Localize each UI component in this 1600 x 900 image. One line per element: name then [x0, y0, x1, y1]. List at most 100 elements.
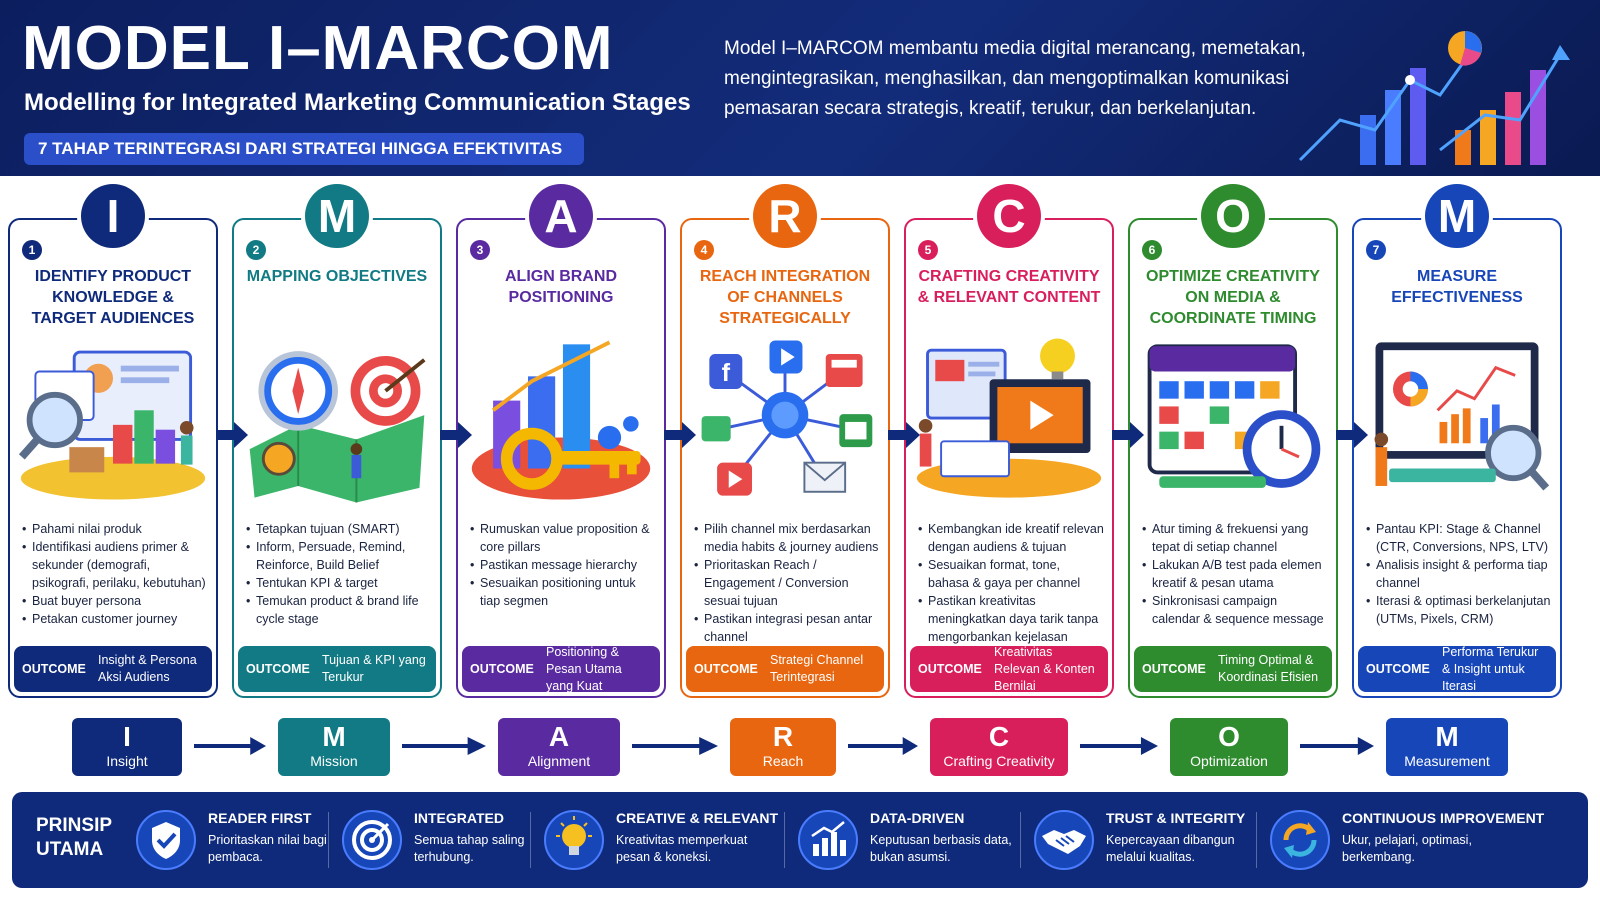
principle-divider: [1020, 812, 1021, 868]
arrow-right-icon: [664, 422, 696, 448]
flow-word: Measurement: [1404, 753, 1490, 769]
outcome-value: Strategi Channel Terintegrasi: [770, 653, 864, 684]
principle-item: DATA-DRIVEN Keputusan berbasis data, buk…: [798, 802, 1038, 878]
stage-number: 4: [694, 240, 714, 260]
outcome-label: OUTCOME: [1366, 661, 1430, 676]
shield-check-icon: [136, 810, 196, 870]
stage-bullet: Temukan product & brand life cycle stage: [246, 592, 432, 628]
key-growth-icon: [464, 330, 658, 510]
flow-step-4: R Reach: [730, 718, 836, 776]
stage-outcome: OUTCOME Positioning & Pesan Utama yang K…: [462, 644, 660, 693]
outcome-value: Performa Terukur & Insight untuk Iterasi: [1442, 644, 1539, 693]
channel-network-icon: f: [688, 330, 882, 510]
principle-heading: CREATIVE & RELEVANT: [616, 810, 779, 826]
stage-letter-badge: M: [1425, 184, 1489, 248]
flow-word: Optimization: [1190, 753, 1268, 769]
stage-bullet: Pastikan integrasi pesan antar channel: [694, 610, 880, 646]
stage-bullet: Tetapkan tujuan (SMART): [246, 520, 432, 538]
outcome-label: OUTCOME: [1142, 661, 1206, 676]
analytics-dashboard-icon: [1360, 330, 1554, 510]
stage-outcome: OUTCOME Performa Terukur & Insight untuk…: [1358, 644, 1556, 693]
stage-card-6: O 6 OPTIMIZE CREATIVITY ON MEDIA & COORD…: [1128, 184, 1338, 698]
stage-bullet: Pahami nilai produk: [22, 520, 208, 538]
stage-bullet: Analisis insight & performa tiap channel: [1366, 556, 1552, 592]
principles-title: PRINSIP UTAMA: [36, 815, 112, 860]
flow-letter: A: [548, 721, 570, 752]
stage-number: 1: [22, 240, 42, 260]
stage-bullet: Petakan customer journey: [22, 610, 208, 628]
arrow-right-icon: [1112, 422, 1144, 448]
stage-bullet: Atur timing & frekuensi yang tepat di se…: [1142, 520, 1328, 556]
stage-bullet-list: Kembangkan ide kreatif relevan dengan au…: [918, 520, 1104, 664]
page-title: MODEL I–MARCOM: [22, 14, 614, 83]
growth-chart-icon: [1298, 31, 1570, 165]
outcome-label: OUTCOME: [246, 661, 310, 676]
creative-content-icon: [912, 330, 1106, 510]
stage-bullet-list: Pilih channel mix berdasarkan media habi…: [694, 520, 880, 646]
stage-bullet: Kembangkan ide kreatif relevan dengan au…: [918, 520, 1104, 556]
principle-item: CREATIVE & RELEVANT Kreativitas memperku…: [544, 802, 784, 878]
flow-arrow-icon: [1300, 737, 1374, 755]
header-banner: MODEL I–MARCOM Modelling for Integrated …: [0, 0, 1600, 176]
stage-letter-badge: O: [1201, 184, 1265, 248]
outcome-label: OUTCOME: [694, 661, 758, 676]
stage-title: ALIGN BRAND POSITIONING: [505, 268, 617, 306]
principle-text: Ukur, pelajari, optimasi, berkembang.: [1342, 833, 1472, 864]
stage-outcome: OUTCOME Insight & Persona Aksi Audiens: [14, 646, 212, 692]
flow-arrow-icon: [194, 737, 266, 755]
flow-step-3: A Alignment: [498, 718, 620, 776]
principle-item: CONTINUOUS IMPROVEMENT Ukur, pelajari, o…: [1270, 802, 1570, 878]
outcome-value: Timing Optimal & Koordinasi Efisien: [1218, 653, 1319, 684]
stage-bullet: Pantau KPI: Stage & Channel (CTR, Conver…: [1366, 520, 1552, 556]
flow-word: Crafting Creativity: [943, 753, 1055, 769]
principle-divider: [530, 812, 531, 868]
stage-number: 3: [470, 240, 490, 260]
outcome-value: Tujuan & KPI yang Terukur: [322, 653, 426, 684]
principle-text: Prioritaskan nilai bagi pembaca.: [208, 833, 327, 864]
flow-arrow-icon: [1080, 737, 1158, 755]
stage-letter-badge: A: [529, 184, 593, 248]
principle-item: TRUST & INTEGRITY Kepercayaan dibangun m…: [1034, 802, 1274, 878]
principle-text: Kepercayaan dibangun melalui kualitas.: [1106, 833, 1235, 864]
flow-letter: M: [1435, 721, 1459, 752]
stage-number: 6: [1142, 240, 1162, 260]
stage-title: MEASURE EFFECTIVENESS: [1391, 268, 1523, 306]
flow-word: Reach: [762, 753, 804, 769]
flow-word: Mission: [310, 753, 358, 769]
principle-divider: [328, 812, 329, 868]
flow-letter: I: [123, 721, 131, 752]
target-icon: [342, 810, 402, 870]
stage-outcome: OUTCOME Strategi Channel Terintegrasi: [686, 646, 884, 692]
stage-bullet-list: Rumuskan value proposition & core pillar…: [470, 520, 656, 610]
flow-arrow-icon: [632, 737, 718, 755]
stage-card-3: A 3 ALIGN BRAND POSITIONING Rumuskan val…: [456, 184, 666, 698]
stage-bullet: Sesuaikan format, tone, bahasa & gaya pe…: [918, 556, 1104, 592]
stage-title: CRAFTING CREATIVITY & RELEVANT CONTENT: [917, 268, 1101, 306]
stage-card-7: M 7 MEASURE EFFECTIVENESS Pantau KPI: St…: [1352, 184, 1562, 698]
stage-bullet: Sesuaikan positioning untuk tiap segmen: [470, 574, 656, 610]
stage-bullet: Sinkronisasi campaign calendar & sequenc…: [1142, 592, 1328, 628]
flow-step-2: M Mission: [278, 718, 390, 776]
stage-title: IDENTIFY PRODUCT KNOWLEDGE & TARGET AUDI…: [31, 268, 195, 327]
stage-card-2: M 2 MAPPING OBJECTIVES Tetapkan tujuan (…: [232, 184, 442, 698]
flow-letter: C: [988, 721, 1010, 752]
header-description: Model I–MARCOM membantu media digital me…: [724, 38, 1306, 119]
stage-number: 5: [918, 240, 938, 260]
flow-letter: M: [322, 721, 346, 752]
principle-heading: TRUST & INTEGRITY: [1106, 810, 1246, 826]
stage-bullet: Rumuskan value proposition & core pillar…: [470, 520, 656, 556]
flow-letter: O: [1218, 721, 1240, 752]
stage-bullet: Iterasi & optimasi berkelanjutan (UTMs, …: [1366, 592, 1552, 628]
flow-step-5: C Crafting Creativity: [930, 718, 1068, 776]
stage-letter-badge: I: [81, 184, 145, 248]
stage-bullet: Tentukan KPI & target: [246, 574, 432, 592]
flow-letter: R: [772, 721, 794, 752]
stage-bullet: Pilih channel mix berdasarkan media habi…: [694, 520, 880, 556]
stage-letter-badge: C: [977, 184, 1041, 248]
flow-word: Insight: [106, 753, 148, 769]
arrow-right-icon: [440, 422, 472, 448]
flow-word: Alignment: [527, 753, 591, 769]
outcome-value: Positioning & Pesan Utama yang Kuat: [546, 644, 622, 693]
bar-chart-icon: [798, 810, 858, 870]
flow-step-6: O Optimization: [1170, 718, 1288, 776]
